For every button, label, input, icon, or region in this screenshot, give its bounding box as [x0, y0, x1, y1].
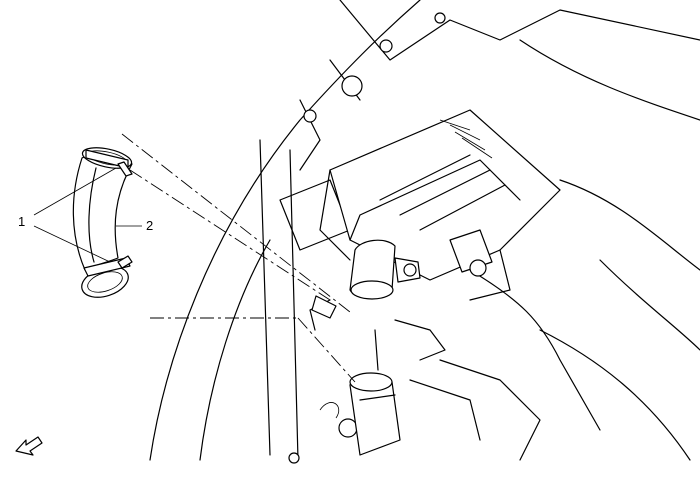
throttle-body-area — [309, 295, 541, 461]
air-cleaner-housing — [319, 109, 561, 301]
callout-2: 2 — [146, 218, 153, 233]
duct-clamp-lower — [83, 255, 133, 277]
callout-leaders — [33, 167, 142, 263]
engine-compartment-outline — [149, 0, 700, 464]
front-view-arrow-icon — [15, 436, 43, 456]
housing-outlet — [349, 239, 421, 300]
duct-clamp-upper — [85, 149, 133, 177]
alignment-lines — [121, 133, 356, 383]
callout-1: 1 — [18, 214, 25, 229]
